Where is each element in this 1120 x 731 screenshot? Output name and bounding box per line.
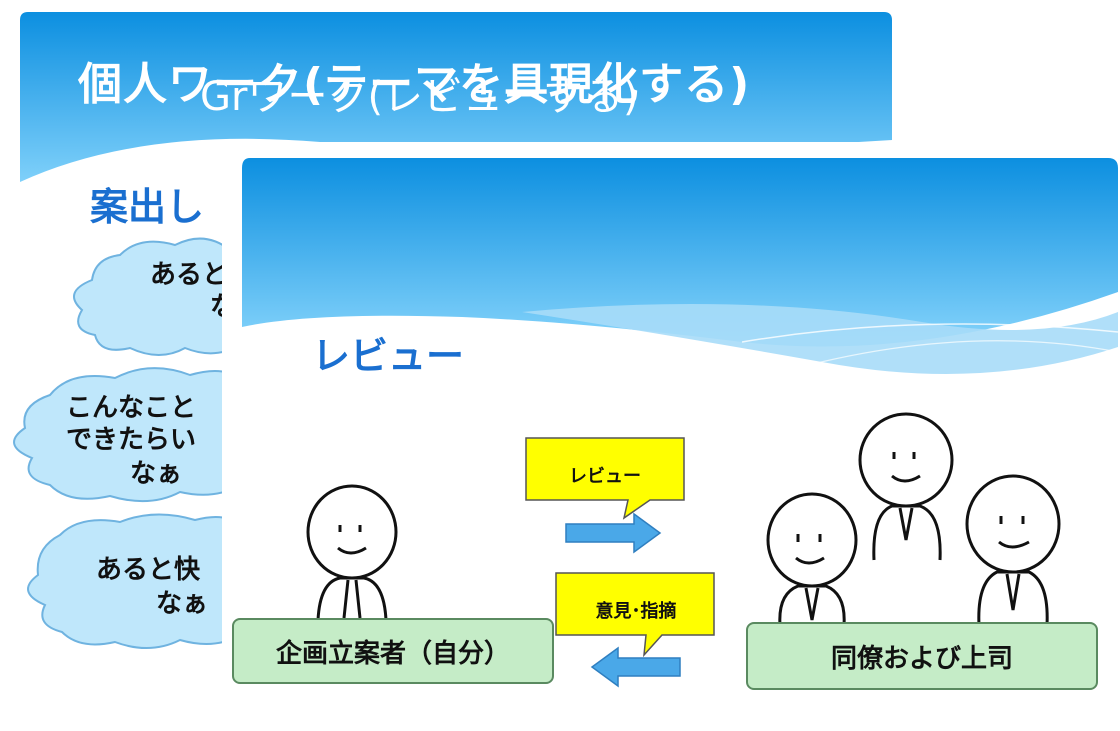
peer-figure-right-icon xyxy=(965,474,1061,625)
review-callout xyxy=(525,437,685,520)
feedback-callout xyxy=(555,572,715,657)
idea-cloud-1 xyxy=(73,237,240,356)
back-slide-title: 個人ワーク(テーマを具現化する) xyxy=(78,59,751,110)
planner-box-label: 企画立案者（自分） xyxy=(275,638,510,669)
left-arrow-icon xyxy=(590,646,681,688)
idea-3-line1: あると快 xyxy=(96,555,201,585)
idea-cloud-3 xyxy=(27,513,240,650)
right-arrow-icon xyxy=(565,512,662,554)
idea-1-line1: あると xyxy=(150,260,229,290)
front-slide-title: Grワーク(レビューする) xyxy=(200,74,639,120)
peer-figure-left-icon xyxy=(766,492,858,625)
front-slide-section-heading: レビュー xyxy=(312,334,465,378)
review-callout-label: レビュー xyxy=(569,466,641,487)
peer-figure-center-icon xyxy=(858,412,954,561)
idea-clouds xyxy=(13,237,240,650)
idea-cloud-2 xyxy=(13,367,240,503)
back-slide-section-heading: 案出し xyxy=(90,185,205,229)
peers-box-label: 同僚および上司 xyxy=(830,643,1013,674)
idea-2-line1: こんなこと xyxy=(66,393,197,423)
idea-2-line3: なぁ xyxy=(130,459,183,489)
idea-2-line2: できたらい xyxy=(66,425,197,455)
feedback-callout-label: 意見･指摘 xyxy=(595,601,677,622)
planner-figure-icon xyxy=(306,484,398,621)
peers-box: 同僚および上司 xyxy=(746,622,1098,690)
back-slide-header-background xyxy=(20,12,892,182)
planner-box: 企画立案者（自分） xyxy=(232,618,554,684)
front-slide-header-background xyxy=(242,158,1119,374)
idea-3-line2: なぁ xyxy=(156,589,209,619)
